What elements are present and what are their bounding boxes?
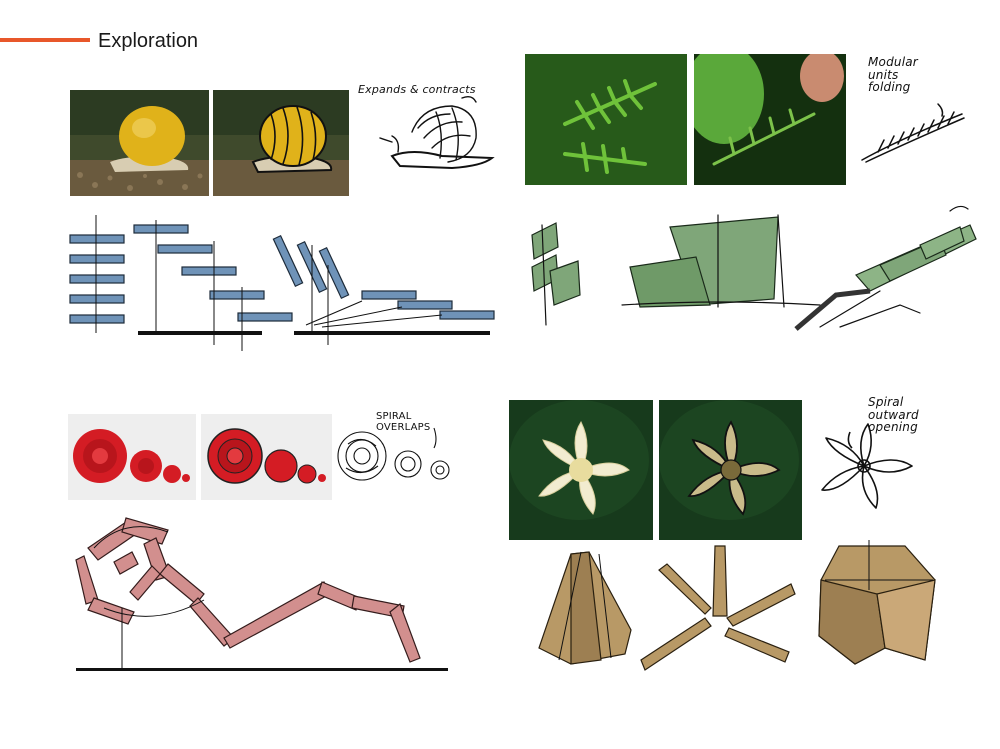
fern-annotation-line-2: units <box>868 67 899 82</box>
fern-annotation-line-3: folding <box>868 80 911 95</box>
fern-annotation-line-1: Modular <box>868 55 918 69</box>
snail-photo-1 <box>70 90 209 196</box>
flower-photo-2 <box>659 400 802 540</box>
fern-photo-2 <box>694 54 846 185</box>
fern-folded-icon <box>694 54 846 185</box>
rose-photo-1 <box>68 414 196 500</box>
spiral-arm-sketch <box>74 508 454 676</box>
rose-sketch <box>334 424 468 490</box>
folding-canopy-sketch <box>520 195 980 335</box>
rose-annotation-line-1: SPIRAL <box>376 411 412 422</box>
flower-annotation: Spiral outward opening <box>868 396 919 434</box>
expanding-panels-sketch <box>62 215 502 355</box>
rose-photo-2 <box>201 414 332 500</box>
rose-annotation-line-2: OVERLAPS <box>376 421 431 433</box>
flower-annotation-line-2: outward <box>868 407 919 422</box>
page-title: Exploration <box>98 30 199 52</box>
rose-annotated-icon <box>201 414 332 500</box>
snail-annotated-icon <box>213 90 349 196</box>
fern-annotation: Modular units folding <box>868 56 918 94</box>
flower-photo-1 <box>509 400 653 540</box>
fern-photo-1 <box>525 54 687 185</box>
flower-annotation-line-1: Spiral <box>868 395 904 409</box>
snail-sketch <box>352 92 502 182</box>
rose-icon <box>68 414 196 500</box>
snail-icon <box>70 90 209 196</box>
pinwheel-flower-annotated-icon <box>659 400 802 540</box>
folding-lamp-sketch <box>515 540 945 680</box>
rose-annotation: SPIRAL OVERLAPS <box>376 411 431 433</box>
header-accent-rule <box>0 38 90 42</box>
snail-photo-2 <box>213 90 349 196</box>
flower-annotation-line-3: opening <box>868 420 918 435</box>
fern-sketch <box>858 100 968 170</box>
flower-sketch <box>810 418 920 510</box>
snail-annotation: Expands & contracts <box>358 83 476 96</box>
fern-leaf-icon <box>525 54 687 185</box>
pinwheel-flower-icon <box>509 400 653 540</box>
